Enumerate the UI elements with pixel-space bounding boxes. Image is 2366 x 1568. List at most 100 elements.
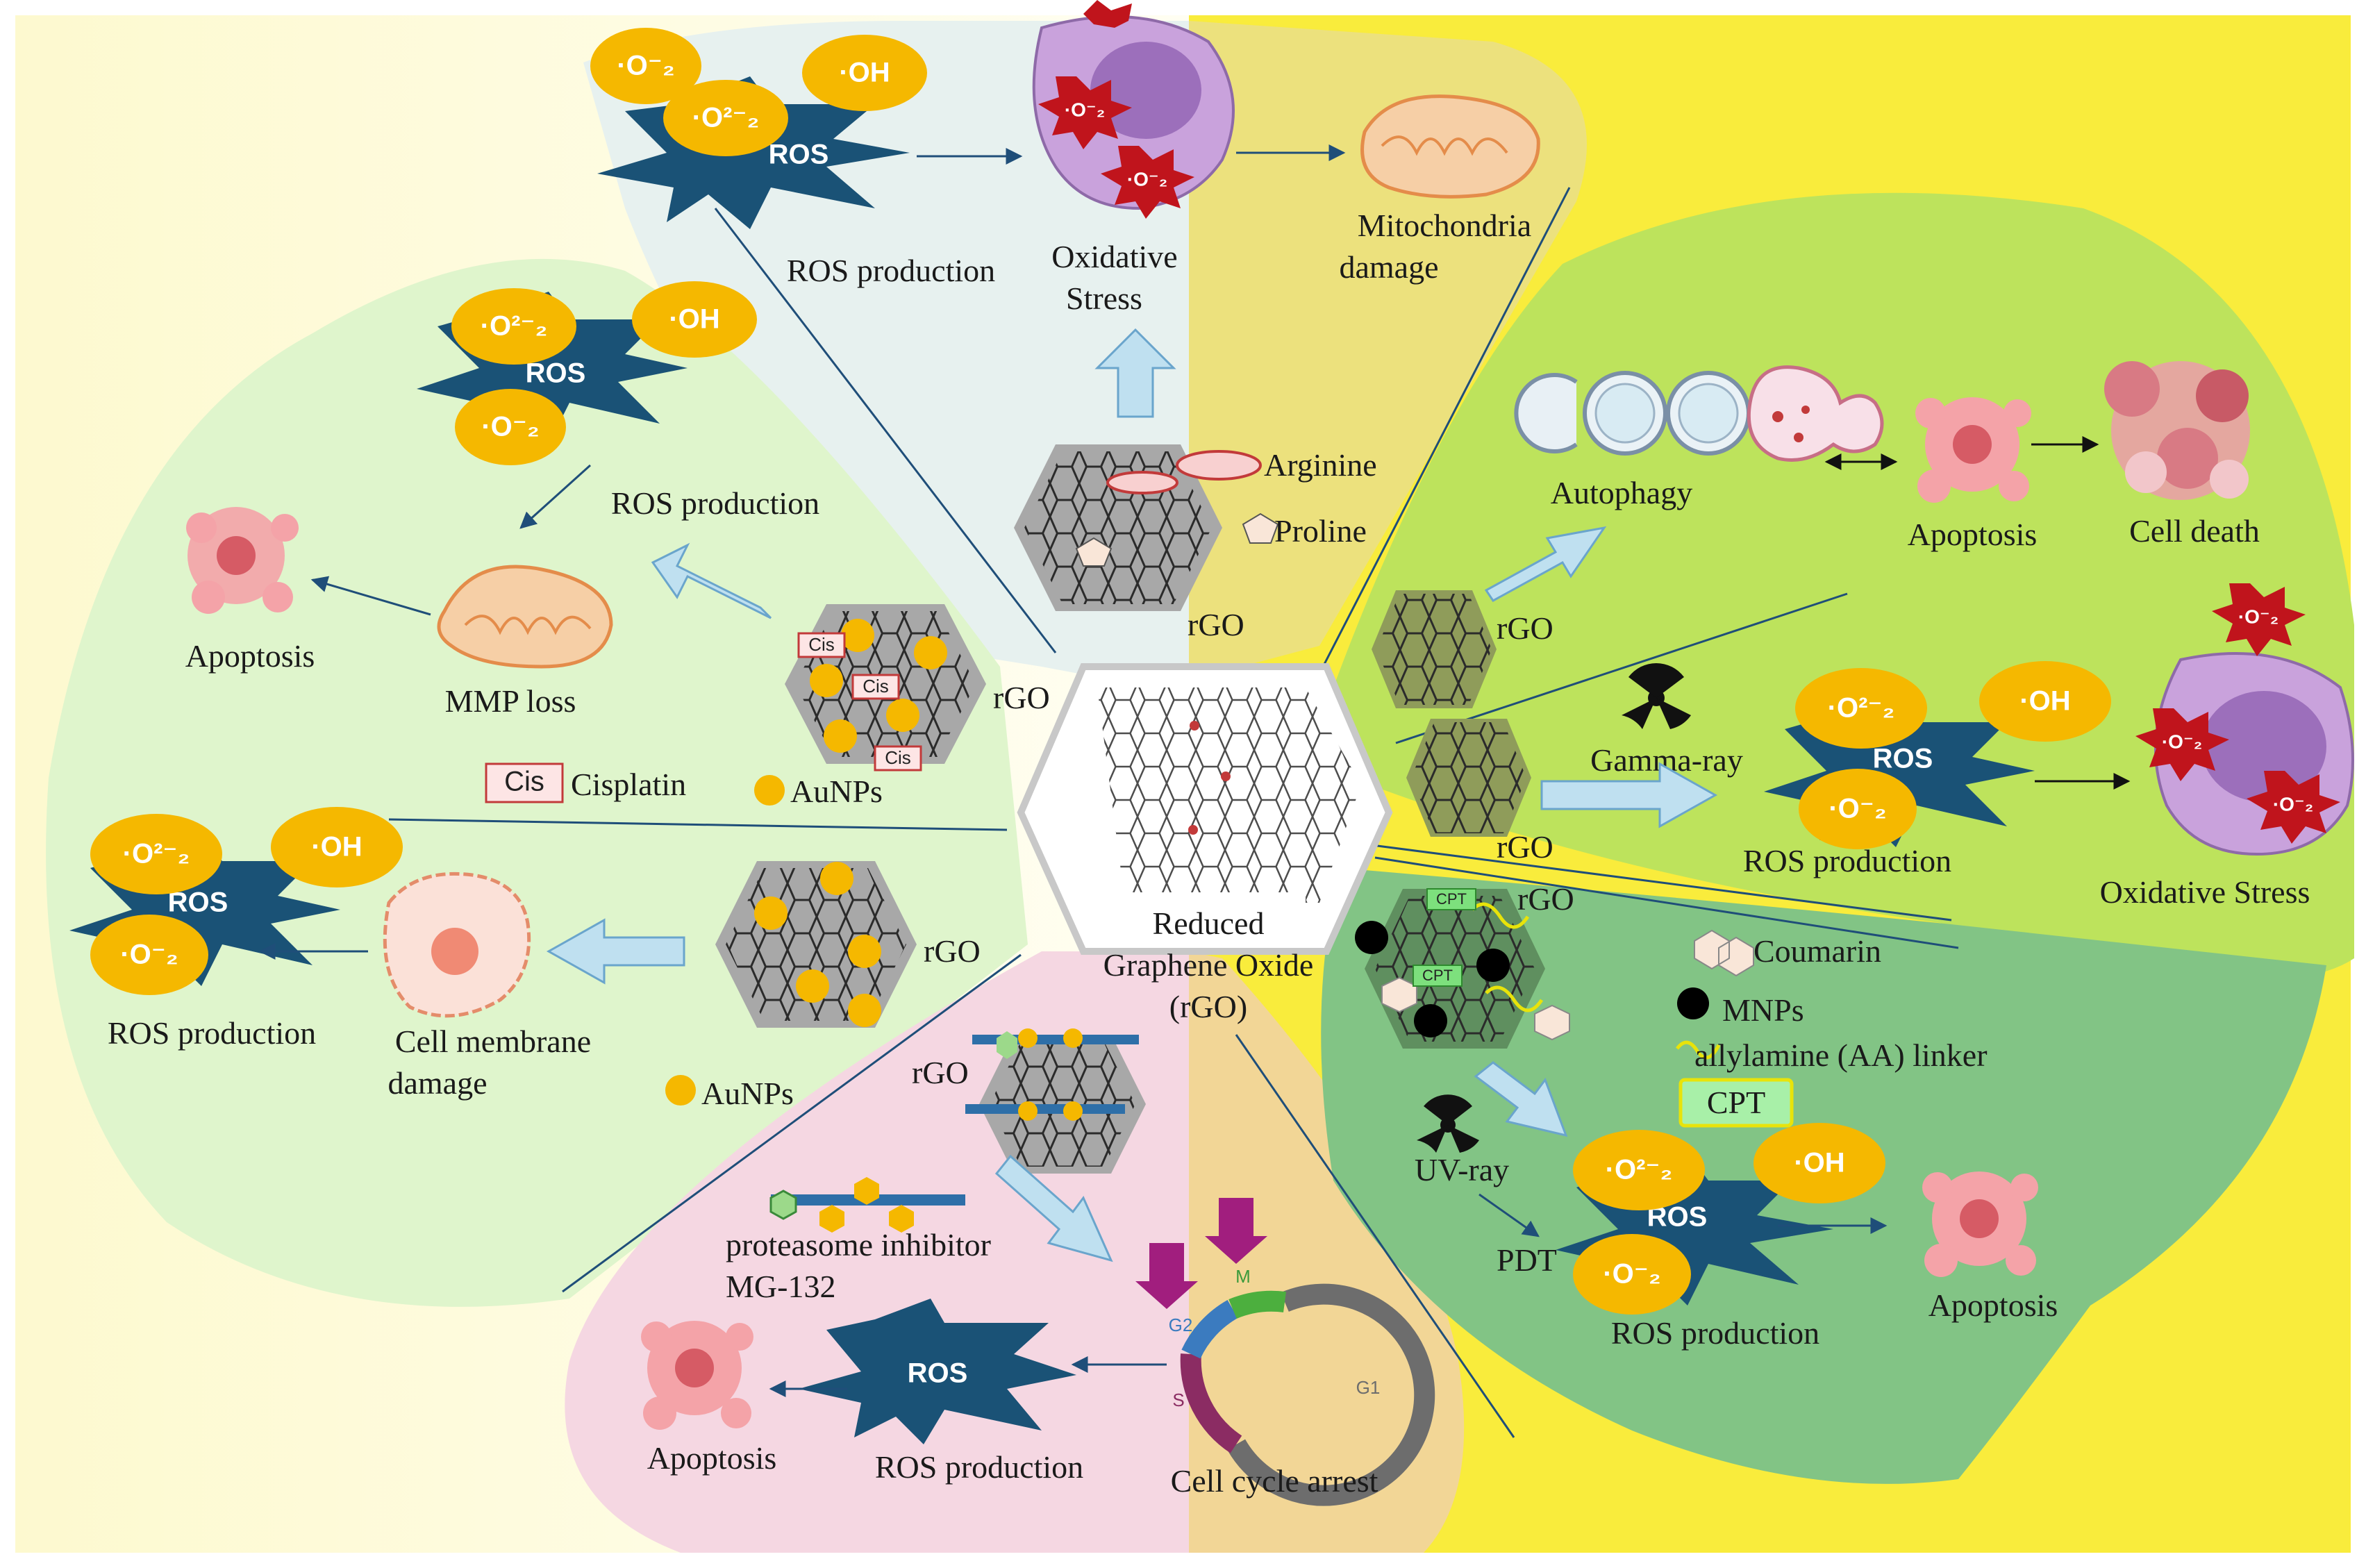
- svg-text:·O²⁻₂: ·O²⁻₂: [692, 103, 760, 133]
- mitochondria-damage-line1: Mitochondria: [1358, 208, 1531, 243]
- red-star-r3: [2247, 771, 2340, 844]
- ll-rgo-label: rGO: [924, 933, 981, 969]
- center-rgo: Reduced Graphene Oxide (rGO): [1017, 663, 1393, 1024]
- svg-text:ROS: ROS: [908, 1358, 968, 1389]
- down-arrow-1: [1135, 1243, 1198, 1309]
- rgo-right-lower: CPT CPT: [1355, 888, 1570, 1049]
- rl-rgo-label: rGO: [1517, 881, 1574, 917]
- radiation-icon-gamma: [1622, 662, 1691, 729]
- coumarin-label: Coumarin: [1753, 933, 1881, 969]
- bottom-section: rGO proteasome inhibitor MG-132 M G2 S G…: [641, 1028, 1435, 1506]
- top-section: ROS ·O⁻₂ ·O²⁻₂ ·OH ROS production ·O⁻₂ ·…: [590, 0, 1540, 642]
- ros-cluster-right-middle: ROS ·O²⁻₂ ·OH ·O⁻₂: [1764, 661, 2111, 849]
- superoxide-bubble: [590, 28, 701, 104]
- top-oxidative-stress-line1: Oxidative: [1051, 239, 1177, 274]
- svg-text:·O⁻₂: ·O⁻₂: [2162, 731, 2202, 752]
- mg132-molecule: [769, 1177, 965, 1233]
- bottom-diag-arrow: [994, 1154, 1113, 1262]
- ros-cluster-top: ROS ·O⁻₂ ·O²⁻₂ ·OH: [590, 28, 927, 229]
- up-arrow: [1094, 328, 1176, 418]
- damaged-cell-ll: [383, 871, 531, 1018]
- phase-g2: G2: [1169, 1315, 1193, 1335]
- svg-text:·O⁻₂: ·O⁻₂: [481, 412, 539, 442]
- upper-left-section: ROS ·O²⁻₂ ·OH ·O⁻₂ ROS production Apopto…: [185, 281, 1050, 809]
- hydroxyl-bubble: [802, 35, 927, 111]
- arginine-label: Arginine: [1264, 447, 1377, 483]
- ul-left-arrow: [651, 542, 772, 619]
- coumarin-legend-icon: [1694, 929, 1754, 977]
- stressed-cell-right: ·O⁻₂ ·O⁻₂ ·O⁻₂: [2135, 583, 2354, 856]
- ul-rgo-label: rGO: [993, 680, 1050, 715]
- proline-label: Proline: [1274, 513, 1367, 549]
- cell-cycle-wheel: M G2 S G1: [1169, 1266, 1435, 1506]
- membrane-damage-line1: Cell membrane: [395, 1024, 591, 1059]
- proline-legend-icon: [1242, 512, 1279, 544]
- rm-right-arrow: [1540, 762, 1718, 828]
- red-star-1: [1038, 76, 1132, 149]
- rgo-aunps-ll: [715, 861, 917, 1028]
- ros-cluster-upper-left: ROS ·O²⁻₂ ·OH ·O⁻₂: [417, 281, 757, 465]
- apoptotic-cell-rl: [1922, 1171, 2038, 1277]
- svg-text:Cis: Cis: [863, 676, 889, 697]
- svg-text:·O²⁻₂: ·O²⁻₂: [481, 311, 548, 342]
- svg-text:·O⁻₂: ·O⁻₂: [1127, 168, 1167, 190]
- svg-text:Cis: Cis: [885, 747, 911, 768]
- right-lower-section: CPT CPT rGO Coumarin MNPs allylamine (AA…: [1355, 881, 2058, 1351]
- inhibitor-line1: proteasome inhibitor: [726, 1227, 991, 1262]
- ll-ros-production-label: ROS production: [108, 1015, 316, 1051]
- red-star-r1: [2212, 583, 2306, 656]
- ll-left-arrow: [546, 918, 685, 985]
- ll-aunps-legend-icon: [665, 1075, 696, 1106]
- rgo-arginine-proline: [1014, 444, 1222, 611]
- svg-text:·OH: ·OH: [311, 832, 362, 862]
- svg-text:·OH: ·OH: [2019, 686, 2070, 717]
- ros-star-label: ROS: [769, 140, 829, 170]
- svg-text:·OH: ·OH: [839, 58, 890, 88]
- svg-text:·OH: ·OH: [669, 304, 719, 335]
- svg-text:ROS: ROS: [1873, 744, 1933, 774]
- ul-ros-production-label: ROS production: [611, 485, 819, 521]
- svg-text:Cis: Cis: [504, 767, 544, 797]
- rm-oxidative-stress-label: Oxidative Stress: [2100, 874, 2310, 910]
- autophagy-icons: [1514, 365, 1884, 462]
- ll-aunps-label: AuNPs: [701, 1076, 794, 1111]
- top-rgo-label: rGO: [1188, 607, 1244, 642]
- apoptotic-cell-bottom: [641, 1321, 753, 1430]
- linker-label: allylamine (AA) linker: [1694, 1037, 1988, 1073]
- mmp-loss-label: MMP loss: [445, 683, 576, 719]
- red-star-2: [1101, 146, 1194, 219]
- svg-text:·O⁻₂: ·O⁻₂: [120, 940, 178, 970]
- rm-rgo-label: rGO: [1497, 829, 1553, 865]
- svg-text:·O⁻₂: ·O⁻₂: [1603, 1259, 1660, 1290]
- red-star-r2: [2135, 708, 2229, 781]
- rl-apoptosis-label: Apoptosis: [1928, 1287, 2058, 1323]
- phase-m: M: [1235, 1266, 1251, 1287]
- cell-death-icon: [2104, 361, 2250, 500]
- mitochondria-icon: [1360, 94, 1540, 199]
- svg-text:CPT: CPT: [1436, 890, 1467, 908]
- down-arrow-2: [1205, 1198, 1267, 1264]
- uv-ray-label: UV-ray: [1415, 1152, 1509, 1187]
- svg-text:·O⁻₂: ·O⁻₂: [1065, 99, 1105, 120]
- apoptotic-cell-ul: [186, 507, 299, 614]
- rm-ros-production-label: ROS production: [1743, 843, 1951, 878]
- svg-text:·O⁻₂: ·O⁻₂: [1828, 794, 1886, 824]
- ros-cluster-right-lower: ROS ·O²⁻₂ ·OH ·O⁻₂: [1556, 1123, 1885, 1315]
- bottom-apoptosis-label: Apoptosis: [647, 1440, 777, 1476]
- cell-death-label: Cell death: [2129, 513, 2260, 549]
- right-middle-section: rGO Gamma-ray ROS ·O²⁻₂ ·OH ·O⁻₂ ROS pro…: [1406, 583, 2354, 910]
- linker-legend-icon: [1676, 1040, 1721, 1060]
- inhibitor-line2: MG-132: [726, 1269, 835, 1304]
- autophagy-label: Autophagy: [1551, 475, 1692, 510]
- svg-text:·O⁻₂: ·O⁻₂: [617, 51, 674, 81]
- lower-left-section: ROS ·O²⁻₂ ·OH ·O⁻₂ ROS production Cell m…: [69, 807, 981, 1111]
- center-label-line1: Reduced: [1153, 906, 1265, 941]
- rgo-right-middle: [1406, 719, 1531, 837]
- svg-text:·O²⁻₂: ·O²⁻₂: [123, 839, 190, 869]
- cpt-label: CPT: [1707, 1085, 1765, 1120]
- rgo-mg132: [965, 1028, 1146, 1174]
- cisplatin-legend-icon: [485, 762, 564, 803]
- ros-star-bottom: ROS: [799, 1299, 1076, 1444]
- aunps-legend-icon: [754, 775, 785, 806]
